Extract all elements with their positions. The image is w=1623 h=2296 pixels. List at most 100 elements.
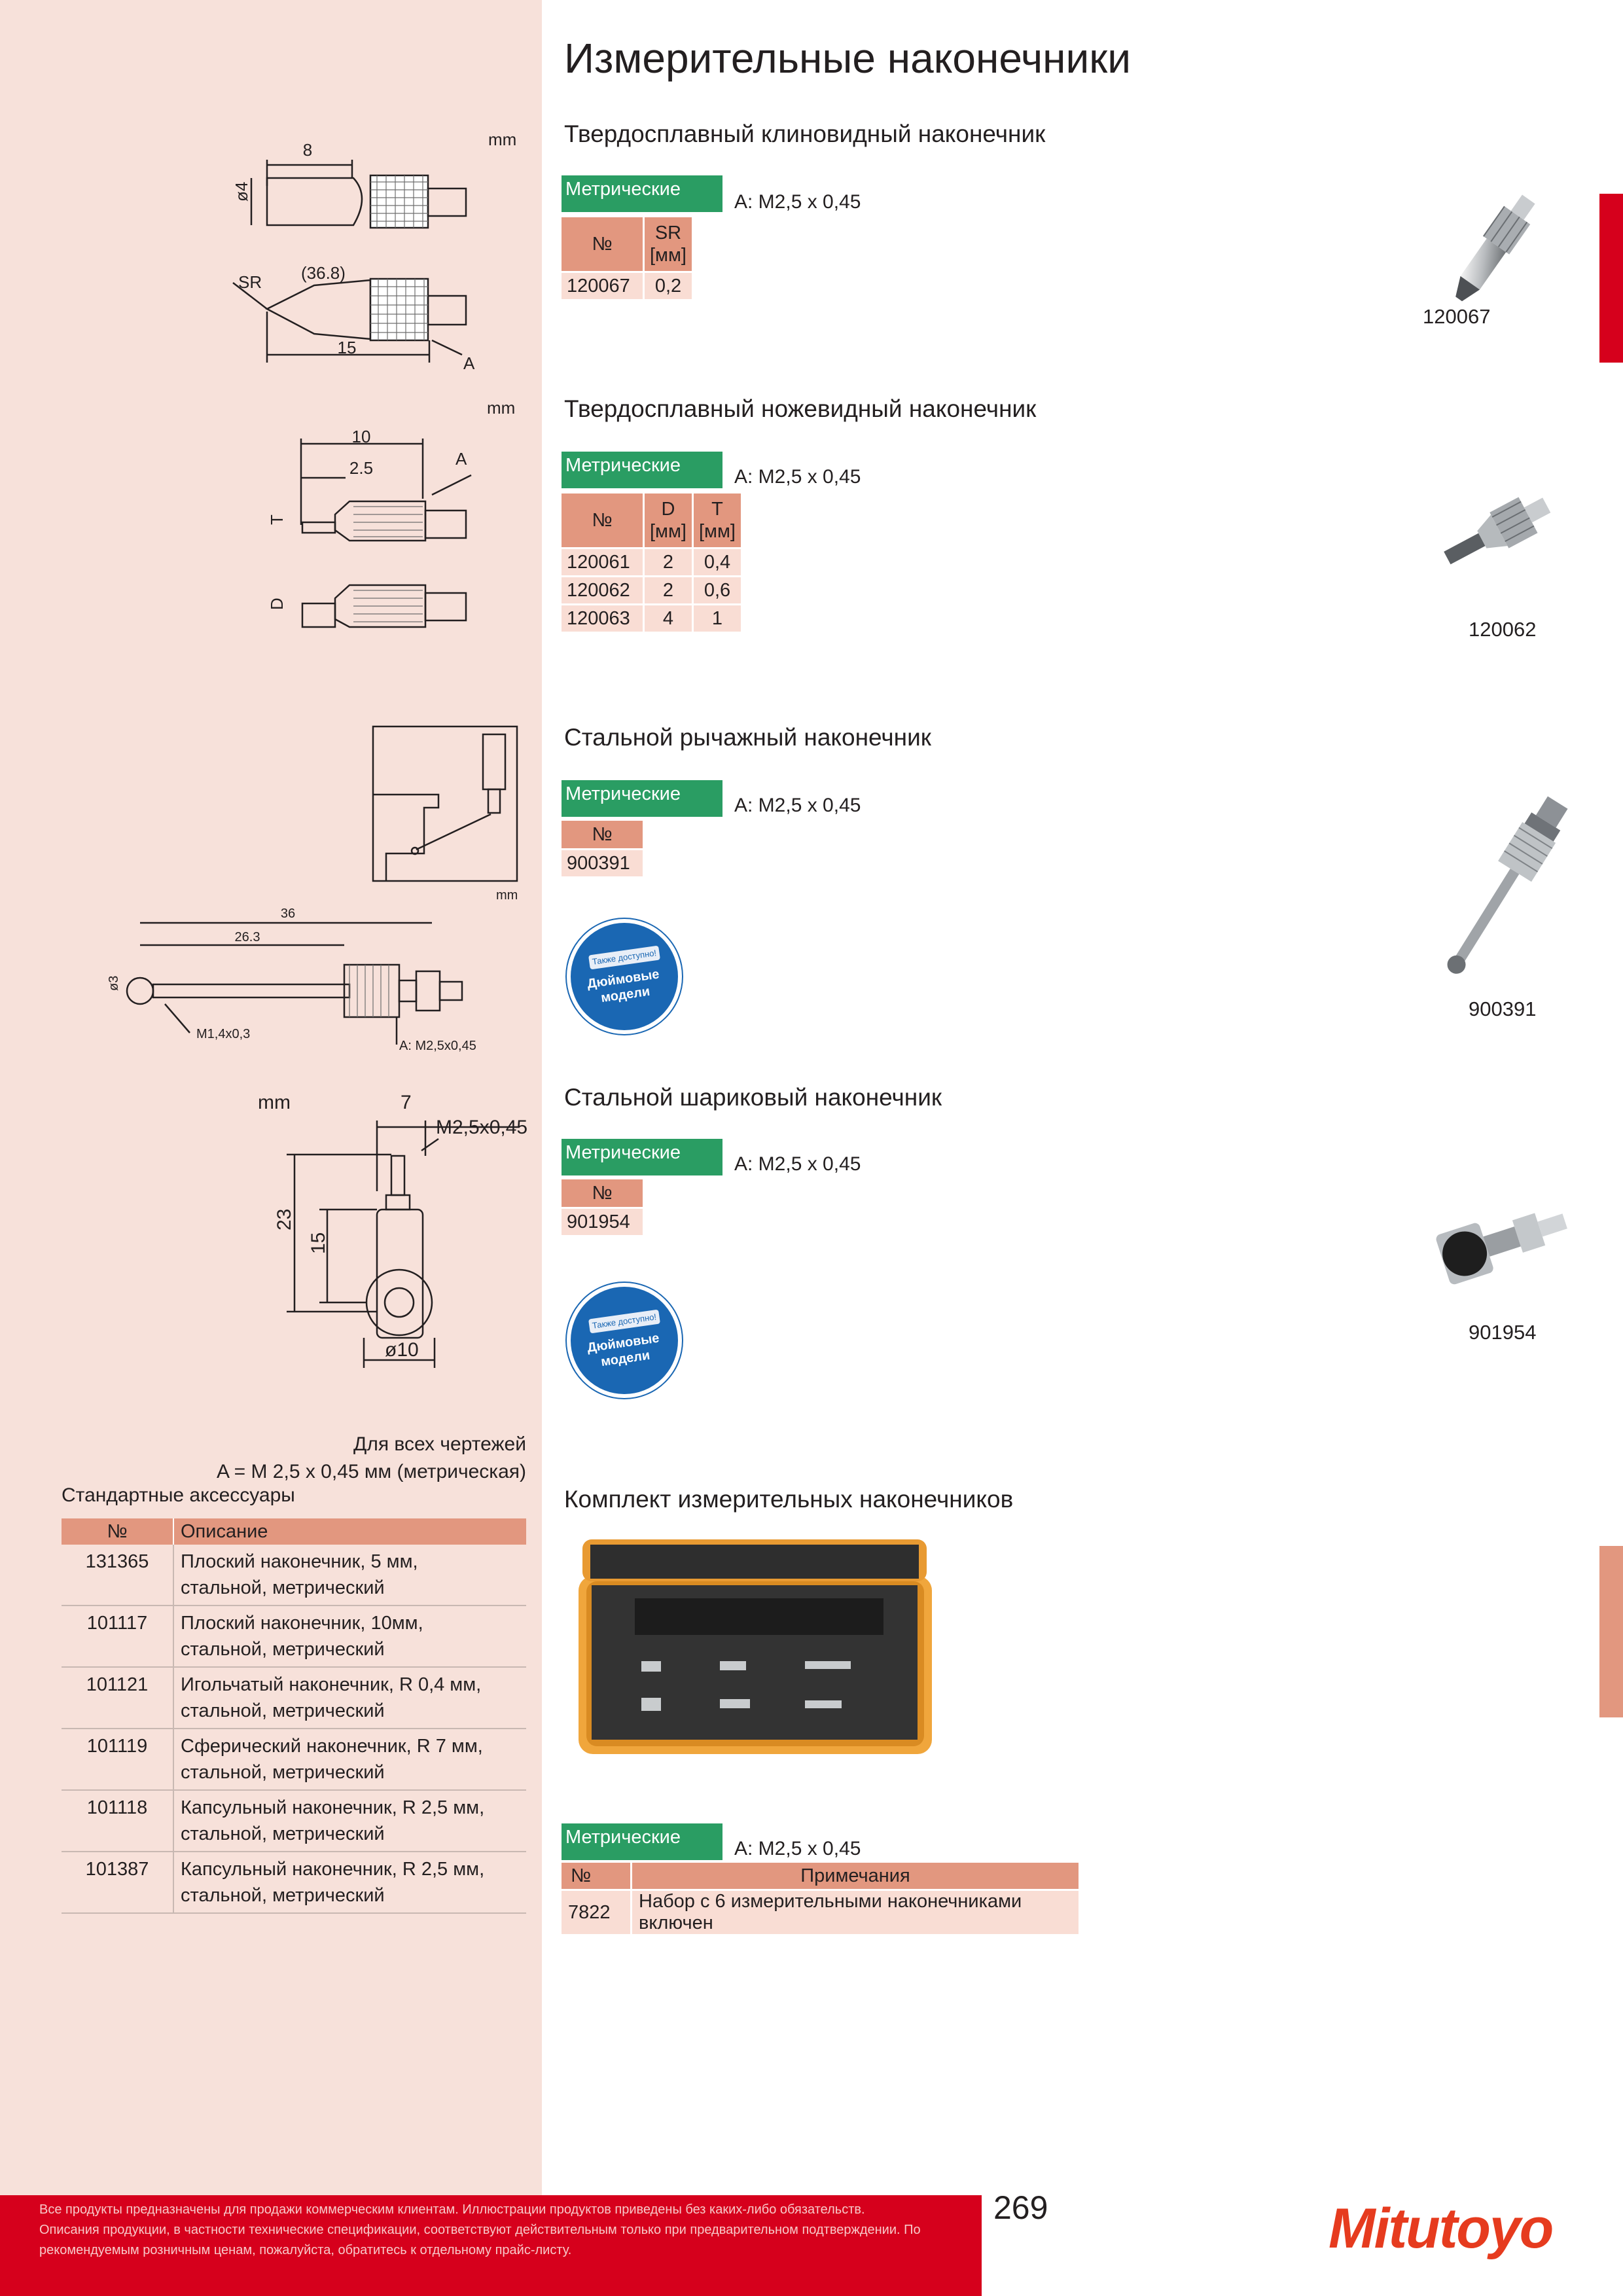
col-no: № bbox=[62, 1518, 174, 1545]
product-code: 120062 bbox=[1469, 618, 1537, 641]
section-title-knife: Твердосплавный ножевидный наконечник bbox=[564, 395, 1037, 422]
product-photo-kit bbox=[579, 1539, 932, 1754]
dim-label: 15 bbox=[308, 1232, 329, 1254]
col-sr: SR[мм] bbox=[645, 217, 694, 273]
chapter-tab[interactable] bbox=[1599, 194, 1623, 363]
section-title-ball: Стальной шариковый наконечник bbox=[564, 1084, 942, 1111]
page-title: Измерительные наконечники bbox=[564, 35, 1131, 82]
inch-models-badge[interactable]: Также доступно! Дюймовые модели bbox=[567, 1283, 682, 1398]
metric-label: Метрические bbox=[562, 452, 722, 488]
thread-spec: A: M2,5 x 0,45 bbox=[734, 1153, 861, 1175]
note-line: A = M 2,5 x 0,45 мм (метрическая) bbox=[216, 1461, 526, 1482]
dim-label: 36 bbox=[281, 906, 295, 921]
metric-label: Метрические bbox=[562, 1139, 722, 1175]
drawing-knife: mm 10 2.5 A T D bbox=[267, 398, 515, 628]
unit-label: mm bbox=[496, 888, 518, 903]
col-no: № bbox=[562, 1179, 645, 1209]
cell-d: 4 bbox=[645, 605, 694, 634]
drawing-lever: mm 36 26.3 ø3 M1,4x0,3 A: M2,5x0,45 bbox=[107, 725, 518, 1053]
cell-no: 900391 bbox=[562, 850, 645, 878]
dim-label: A bbox=[455, 449, 467, 469]
cell-desc: Плоский наконечник, 10мм,стальной, метри… bbox=[173, 1605, 526, 1668]
section-title-kit: Комплект измерительных наконечников bbox=[564, 1486, 1014, 1513]
unit-label: mm bbox=[487, 398, 515, 418]
cell-no: 120061 bbox=[562, 549, 645, 577]
cell-d: 2 bbox=[645, 577, 694, 605]
product-photo-knife bbox=[1444, 497, 1551, 565]
dim-label: 26.3 bbox=[235, 930, 260, 944]
cell-no: 101119 bbox=[62, 1729, 174, 1791]
page-number: 269 bbox=[993, 2189, 1048, 2226]
dim-label: ø3 bbox=[107, 976, 121, 991]
spec-table-lever: № 900391 bbox=[562, 821, 645, 878]
table-row: 7822 Набор с 6 измерительными наконечник… bbox=[562, 1891, 1080, 1934]
cell-no: 131365 bbox=[62, 1545, 174, 1606]
dim-label: 23 bbox=[274, 1209, 295, 1230]
cell-desc: Плоский наконечник, 5 мм,стальной, метри… bbox=[173, 1545, 526, 1606]
dim-label: D bbox=[267, 598, 287, 610]
table-row: 120062 2 0,6 bbox=[562, 577, 743, 605]
dim-label: 2.5 bbox=[349, 458, 373, 478]
dim-label: A bbox=[463, 353, 475, 373]
spec-table-ball: № 901954 bbox=[562, 1179, 645, 1237]
product-code: 120067 bbox=[1423, 305, 1491, 328]
cell-no: 101118 bbox=[62, 1790, 174, 1852]
spec-table-kit: № Примечания 7822 Набор с 6 измерительны… bbox=[562, 1863, 1080, 1934]
table-row: 900391 bbox=[562, 850, 645, 878]
col-notes: Примечания bbox=[632, 1863, 1080, 1891]
col-no: № bbox=[562, 493, 645, 549]
footer-line: Все продукты предназначены для продажи к… bbox=[39, 2202, 865, 2217]
accessories-title: Стандартные аксессуары bbox=[62, 1484, 295, 1506]
drawing-roller: mm 7 M2,5x0,45 23 15 ø10 bbox=[258, 1092, 527, 1368]
cell-t: 0,4 bbox=[694, 549, 743, 577]
table-row: 120067 0,2 bbox=[562, 273, 694, 301]
badge-top-label: Также доступно! bbox=[588, 945, 661, 970]
col-no: № bbox=[562, 1863, 632, 1891]
cell-d: 2 bbox=[645, 549, 694, 577]
cell-desc: Капсульный наконечник, R 2,5 мм,стальной… bbox=[173, 1790, 526, 1852]
metric-label: Метрические bbox=[562, 780, 722, 817]
spec-table-wedge: № SR[мм] 120067 0,2 bbox=[562, 217, 694, 301]
thread-spec: A: M2,5 x 0,45 bbox=[734, 466, 861, 488]
chapter-tab-secondary[interactable] bbox=[1599, 1546, 1623, 1717]
col-d: D[мм] bbox=[645, 493, 694, 549]
cell-t: 0,6 bbox=[694, 577, 743, 605]
table-row: 901954 bbox=[562, 1209, 645, 1237]
product-code: 901954 bbox=[1469, 1321, 1537, 1344]
cell-no: 7822 bbox=[562, 1891, 632, 1934]
product-photo-lever bbox=[1447, 796, 1568, 974]
cell-t: 1 bbox=[694, 605, 743, 634]
dim-label: SR bbox=[238, 272, 262, 292]
note-line: Для всех чертежей bbox=[353, 1433, 526, 1455]
badge-main-label: Дюймовые модели bbox=[586, 1331, 660, 1370]
metric-label: Метрические bbox=[562, 175, 722, 212]
section-title-wedge: Твердосплавный клиновидный наконечник bbox=[564, 120, 1046, 147]
dim-label: ø4 bbox=[232, 182, 251, 202]
cell-no: 120063 bbox=[562, 605, 645, 634]
cell-no: 120067 bbox=[562, 273, 645, 301]
thread-spec: A: M2,5 x 0,45 bbox=[734, 191, 861, 213]
section-title-lever: Стальной рычажный наконечник bbox=[564, 724, 931, 751]
cell-no: 120062 bbox=[562, 577, 645, 605]
product-photo-wedge bbox=[1455, 194, 1535, 302]
cell-no: 101121 bbox=[62, 1667, 174, 1729]
product-code: 900391 bbox=[1469, 997, 1537, 1020]
cell-desc: Сферический наконечник, R 7 мм,стальной,… bbox=[173, 1729, 526, 1791]
badge-main-label: Дюймовые модели bbox=[586, 967, 660, 1006]
inch-models-badge[interactable]: Также доступно! Дюймовые модели bbox=[567, 919, 682, 1034]
col-no: № bbox=[562, 821, 645, 850]
col-desc: Описание bbox=[173, 1518, 526, 1545]
unit-label: mm bbox=[488, 130, 516, 149]
cell-desc: Игольчатый наконечник, R 0,4 мм,стальной… bbox=[173, 1667, 526, 1729]
dim-label: M1,4x0,3 bbox=[196, 1027, 250, 1041]
metric-label: Метрические bbox=[562, 1823, 722, 1860]
dim-label: A: M2,5x0,45 bbox=[399, 1039, 476, 1053]
cell-no: 101117 bbox=[62, 1605, 174, 1668]
table-row: 120063 4 1 bbox=[562, 605, 743, 634]
dim-label: (36.8) bbox=[301, 263, 346, 283]
